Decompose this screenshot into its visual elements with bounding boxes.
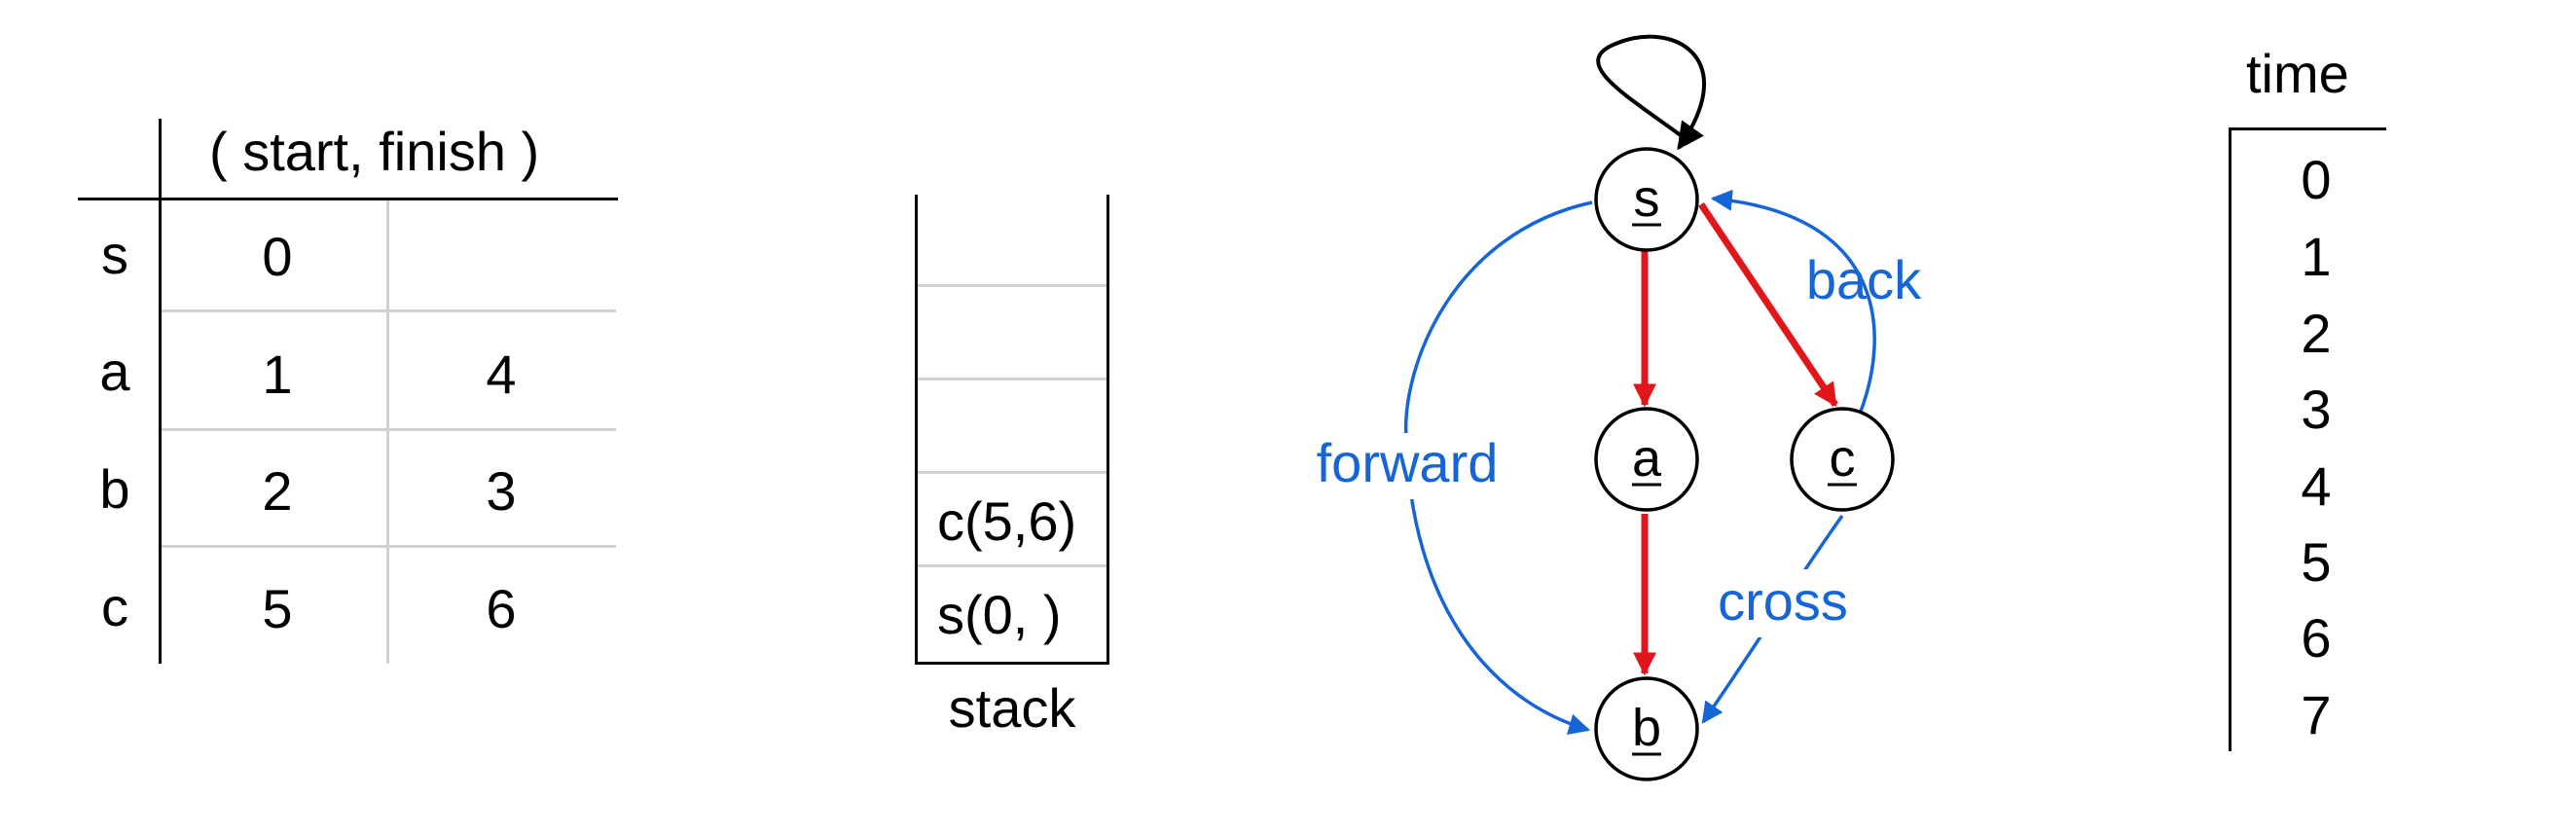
cross-label-bg: [1708, 569, 1864, 637]
table-row-node: s: [101, 224, 128, 285]
node-label: a: [1632, 429, 1662, 488]
table-header: ( start, finish ): [209, 121, 540, 182]
table-row-node: b: [99, 458, 130, 520]
dfs-graph: forward back cross s a c b: [1304, 34, 1922, 781]
table-row-divider: [162, 545, 616, 548]
time-tick: 4: [2301, 455, 2332, 517]
time-tick: 2: [2301, 303, 2332, 364]
stack-label: stack: [948, 677, 1076, 739]
stack-container: c(5,6) s(0, ): [915, 195, 1109, 665]
table-header-divider: [78, 198, 618, 200]
edge-tree-s-c: [1698, 202, 1838, 407]
time-tick: 6: [2301, 607, 2332, 669]
node-label: s: [1634, 169, 1660, 228]
node-a: a: [1594, 407, 1699, 512]
time-tick: 7: [2301, 684, 2332, 745]
stack-slot-divider: [918, 378, 1107, 380]
edge-back-c-s: [1710, 189, 1876, 417]
stack-slot: c(5,6): [937, 490, 1077, 552]
time-tick: 3: [2301, 379, 2332, 440]
timeline-top-rule: [2229, 127, 2386, 130]
table-row-divider: [162, 428, 616, 431]
stack: c(5,6) s(0, ): [915, 195, 1109, 681]
table-cell-finish: 3: [486, 460, 517, 522]
node-s: s: [1594, 147, 1699, 252]
table-cell-start: 5: [262, 578, 293, 639]
edge-label-cross: cross: [1718, 570, 1848, 632]
table-row-node: a: [99, 341, 130, 402]
table-cell-start: 0: [262, 226, 293, 287]
node-label: b: [1632, 699, 1661, 757]
time-tick: 1: [2301, 226, 2332, 287]
table-row-divider: [162, 309, 616, 312]
table-cell-start: 2: [262, 460, 293, 522]
timeline-title: time: [2246, 43, 2349, 104]
stack-slot-divider: [918, 564, 1107, 567]
table-vertical-divider: [159, 119, 162, 664]
timeline-axis: [2229, 127, 2231, 751]
start-finish-table: ( start, finish ) s 0 a 1 4 b 2 3 c 5 6: [0, 0, 681, 681]
edge-self-loop-s: [1596, 34, 1707, 151]
time-tick: 5: [2301, 531, 2332, 593]
table-row-node: c: [101, 576, 128, 637]
edge-label-back: back: [1806, 249, 1922, 310]
node-c: c: [1790, 407, 1895, 512]
table-cell-finish: 4: [486, 344, 517, 405]
forward-label-bg: [1304, 433, 1510, 499]
table-cell-start: 1: [262, 344, 293, 405]
edge-label-forward: forward: [1317, 432, 1499, 493]
node-label: c: [1830, 429, 1856, 488]
timeline: time 0 1 2 3 4 5 6 7: [2209, 0, 2404, 779]
node-b: b: [1594, 676, 1699, 781]
stack-slot-divider: [918, 284, 1107, 287]
stack-slot: s(0, ): [937, 584, 1062, 645]
table-cell-finish: 6: [486, 578, 517, 639]
table-column-divider: [386, 200, 389, 664]
stack-slot-divider: [918, 471, 1107, 474]
time-tick: 0: [2301, 149, 2332, 210]
